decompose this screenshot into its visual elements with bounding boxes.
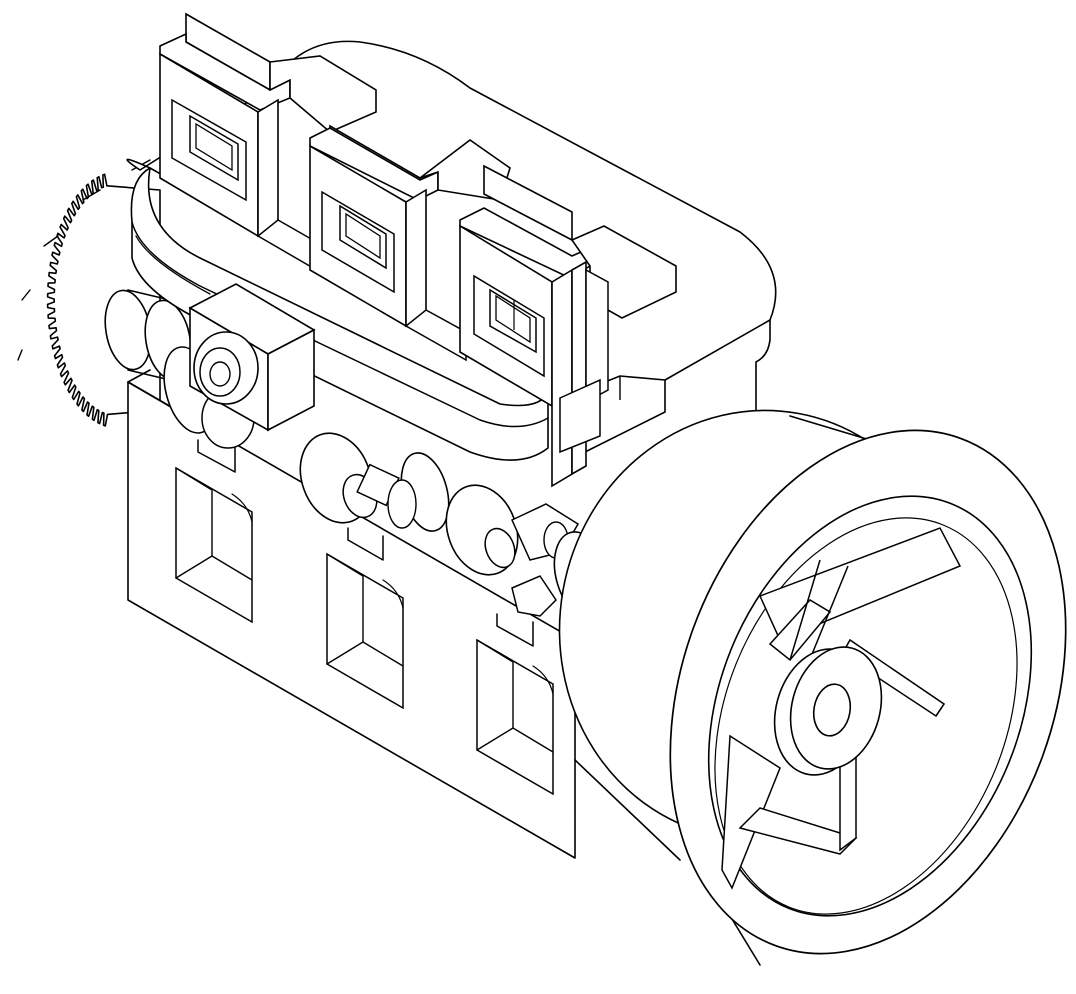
crank-throw-3 [445, 484, 580, 617]
engine-block-notches [197, 439, 534, 647]
crank-throw-2 [299, 432, 450, 532]
block-window-3 [476, 638, 554, 796]
flywheel [558, 409, 1067, 966]
cylinder-bracket-2 [309, 124, 511, 362]
cylinder-head-front-slab [130, 167, 549, 461]
flywheel-hub [773, 646, 883, 776]
crankshaft [104, 289, 639, 622]
flywheel-spokes [721, 527, 962, 890]
cylinder-head-top-surface [126, 40, 777, 407]
cylinder-bracket-1 [159, 12, 377, 274]
bearing-block [188, 283, 316, 432]
block-window-2 [326, 552, 404, 710]
cylinder-head-rear-wall [755, 319, 776, 431]
timing-gear-teeth [46, 173, 161, 427]
engine-block [127, 369, 641, 859]
cylinder-bracket-3 [459, 164, 677, 488]
block-window-1 [175, 466, 253, 624]
